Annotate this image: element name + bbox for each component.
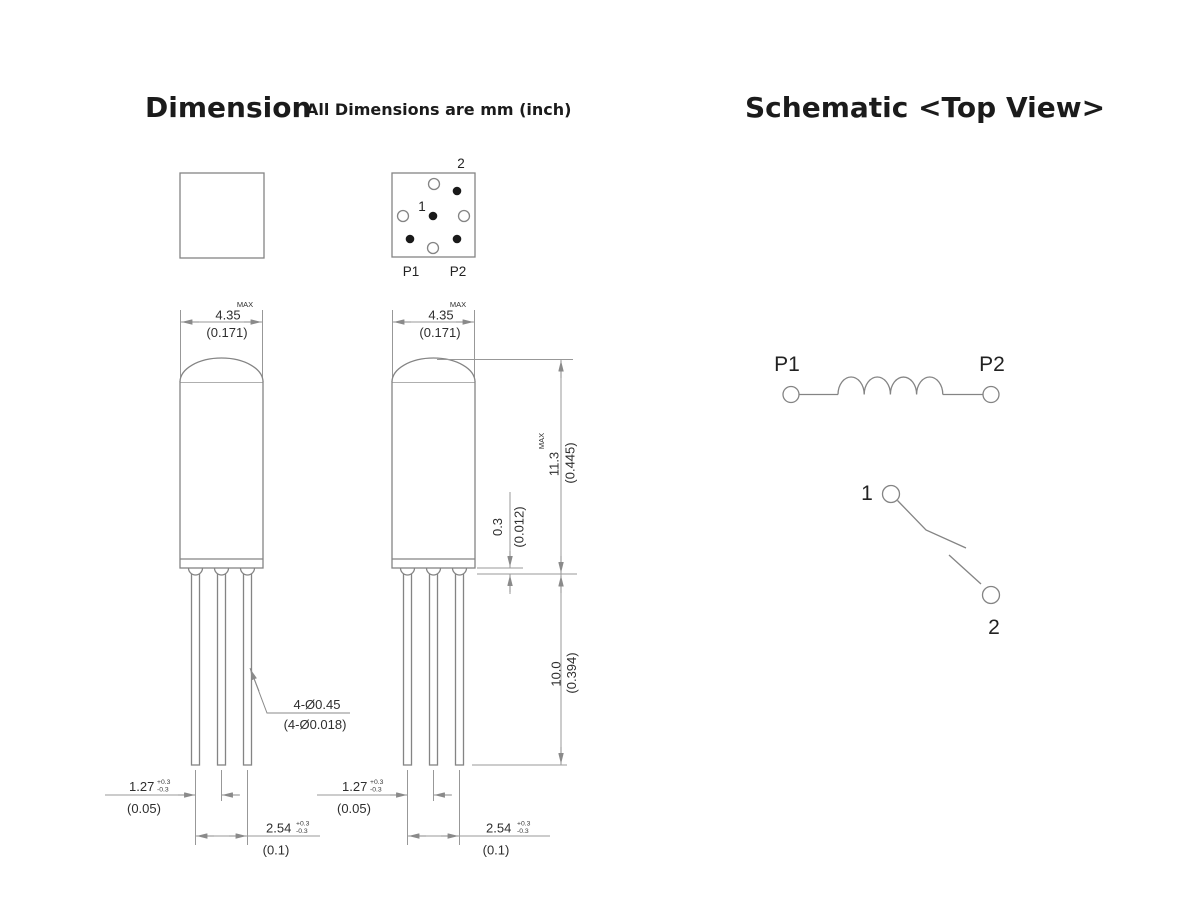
dimension-section-title: Dimension: [145, 91, 312, 124]
pin-dot-p2: [452, 234, 462, 244]
standoff-bump: [399, 567, 416, 576]
front-view-right: 4.35 MAX (0.171) 11.3: [317, 300, 579, 858]
pin-dot-2: [452, 186, 462, 196]
schematic-pin2-label: 2: [988, 616, 1000, 639]
standoff-mm: 0.3: [490, 518, 505, 536]
body-width-mm: 4.35: [215, 308, 240, 323]
body-width-mm: 4.35: [428, 308, 453, 323]
standoff-bump: [187, 567, 204, 576]
coil-symbol: P1 P2: [774, 353, 1005, 404]
tolerance-minus: -0.3: [157, 787, 169, 794]
standoff-bump: [451, 567, 468, 576]
lead-span-mm: 2.54: [486, 821, 511, 836]
vertical-dimensions: 11.3 MAX (0.445) 0.3 (0.012) 10.0 (0.394…: [437, 359, 579, 766]
body-dome: [179, 357, 264, 383]
tolerance-plus: +0.3: [517, 821, 531, 828]
lead: [402, 573, 413, 766]
body-outline: [179, 381, 264, 569]
package-body: [179, 357, 264, 766]
lead-span-inch: (0.1): [483, 843, 510, 858]
standoff-inch: (0.012): [512, 506, 527, 547]
switch-symbol: 1 2: [861, 482, 1001, 639]
lead-length-inch: (0.394): [564, 652, 579, 693]
switch-arm: [897, 500, 967, 549]
top-view-plain: [179, 172, 265, 259]
lead: [454, 573, 465, 766]
switch-contact-lead: [948, 554, 982, 585]
schematic-pin1-label: 1: [861, 482, 873, 505]
front-view-left: 4.35 MAX (0.171) 1.27 +0.3 -0.3 (0.05): [105, 300, 320, 858]
pin-dot-p1: [405, 234, 415, 244]
max-label: MAX: [537, 433, 546, 449]
standoff-bump: [239, 567, 256, 576]
lead: [190, 573, 201, 766]
standoff-bump: [213, 567, 230, 576]
lead-diameter-inch: (4-Ø0.018): [284, 717, 347, 732]
tolerance-plus: +0.3: [296, 821, 310, 828]
body-width-inch: (0.171): [206, 325, 247, 340]
top-view-pinout: 2 1 P1 P2: [391, 156, 476, 279]
schematic-section-title: Schematic <Top View>: [745, 91, 1106, 124]
lead-span-inch: (0.1): [263, 843, 290, 858]
terminal-1: [881, 484, 901, 504]
p1-label: P1: [403, 264, 420, 279]
tolerance-plus: +0.3: [157, 779, 171, 786]
package-body: [391, 357, 476, 766]
p2-label: P2: [450, 264, 467, 279]
lead-diameter-callout: 4-Ø0.45 (4-Ø0.018): [249, 667, 350, 732]
pin2-label: 2: [457, 156, 465, 171]
inductor-coil: [837, 376, 944, 395]
pin-dot-1: [428, 211, 438, 221]
package-outline-top: [179, 172, 265, 259]
lead-span-mm: 2.54: [266, 821, 291, 836]
terminal-p2: [982, 385, 1000, 404]
pin-position-open: [427, 177, 441, 191]
max-label: MAX: [450, 300, 466, 309]
lead-pitch-inch: (0.05): [337, 801, 371, 816]
pin1-label: 1: [418, 199, 426, 214]
terminal-p1: [782, 385, 800, 404]
lead-diameter-mm: 4-Ø0.45: [294, 697, 341, 712]
schematic-p2-label: P2: [979, 353, 1005, 376]
lead-length-mm: 10.0: [549, 661, 564, 686]
tolerance-minus: -0.3: [296, 828, 308, 835]
lead: [428, 573, 439, 766]
lead-pitch-mm: 1.27: [129, 779, 154, 794]
dimension-units-note: All Dimensions are mm (inch): [306, 100, 572, 119]
body-dome: [391, 357, 476, 383]
standoff-bump: [425, 567, 442, 576]
tolerance-minus: -0.3: [517, 828, 529, 835]
lead: [216, 573, 227, 766]
max-label: MAX: [237, 300, 253, 309]
schematic-drawing: P1 P2 1 2: [774, 353, 1005, 639]
body-outline: [391, 381, 476, 569]
schematic-p1-label: P1: [774, 353, 800, 376]
body-height-mm: 11.3: [547, 452, 562, 476]
leader-arrow: [250, 668, 260, 692]
lead-pitch-mm: 1.27: [342, 779, 367, 794]
body-width-inch: (0.171): [419, 325, 460, 340]
pin-position-open: [396, 209, 410, 223]
pin-position-open: [457, 209, 471, 223]
terminal-2: [981, 585, 1001, 605]
lead-pitch-inch: (0.05): [127, 801, 161, 816]
tolerance-minus: -0.3: [370, 787, 382, 794]
tolerance-plus: +0.3: [370, 779, 384, 786]
body-height-inch: (0.445): [563, 442, 578, 483]
pin-position-open: [426, 241, 440, 255]
